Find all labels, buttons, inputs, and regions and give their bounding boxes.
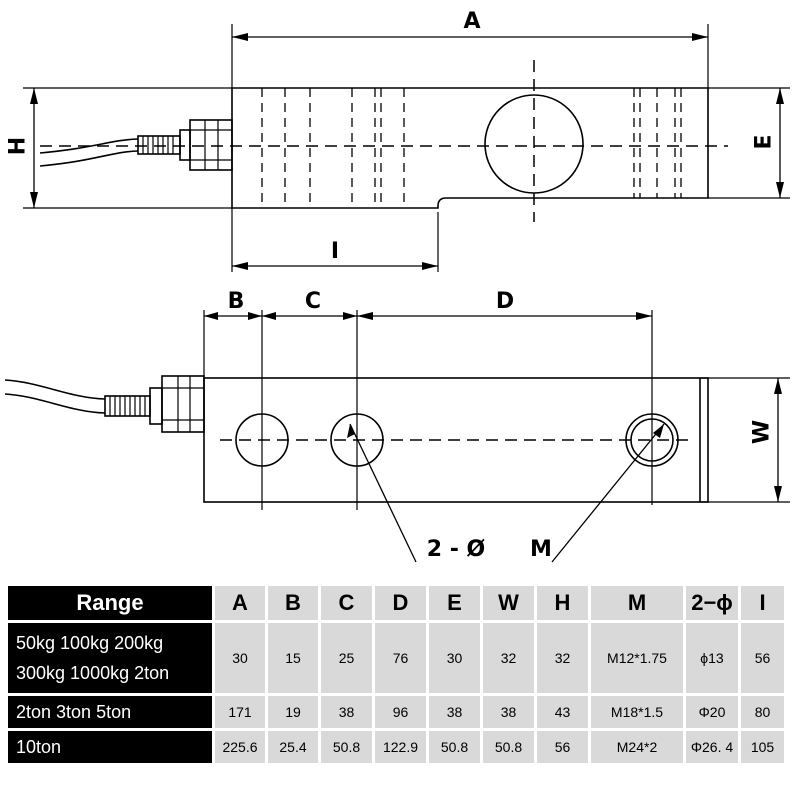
cell-2phi: Φ20 xyxy=(686,696,738,728)
cell-H: 43 xyxy=(537,696,588,728)
cell-W: 38 xyxy=(483,696,534,728)
range-cell: 2ton 3ton 5ton xyxy=(8,696,212,728)
cell-E: 38 xyxy=(429,696,480,728)
beam-body-plan xyxy=(203,377,709,503)
cell-D: 76 xyxy=(375,623,426,693)
leader-thread xyxy=(551,423,665,563)
dim-label-B: B xyxy=(228,289,245,314)
spec-table: Range A B C D E W H M 2−ϕ I 50kg 100kg 2… xyxy=(5,583,787,766)
cell-H: 32 xyxy=(537,623,588,693)
table-row: 10ton 225.6 25.4 50.8 122.9 50.8 50.8 56… xyxy=(8,731,784,763)
range-cell: 50kg 100kg 200kg 300kg 1000kg 2ton xyxy=(8,623,212,693)
table-row: 2ton 3ton 5ton 171 19 38 96 38 38 43 M18… xyxy=(8,696,784,728)
cell-D: 96 xyxy=(375,696,426,728)
header-range: Range xyxy=(8,586,212,620)
technical-drawing: A H E I xyxy=(4,9,790,563)
dim-label-E: E xyxy=(752,134,777,149)
range-line: 300kg 1000kg 2ton xyxy=(16,663,170,683)
cell-D: 122.9 xyxy=(375,731,426,763)
dim-label-D: D xyxy=(496,289,514,314)
header-2phi: 2−ϕ xyxy=(686,586,738,620)
range-cell: 10ton xyxy=(8,731,212,763)
dim-label-A: A xyxy=(463,9,480,34)
cell-C: 38 xyxy=(321,696,372,728)
dim-label-H: H xyxy=(6,137,31,155)
cable-gland-top xyxy=(137,119,233,171)
cell-M: M18*1.5 xyxy=(591,696,683,728)
leader-holes xyxy=(349,423,417,563)
callout-holes: 2 - Ø xyxy=(427,537,486,562)
cell-M: M12*1.75 xyxy=(591,623,683,693)
cell-A: 171 xyxy=(215,696,265,728)
top-view: A H E I xyxy=(6,9,790,272)
header-C: C xyxy=(321,586,372,620)
cell-B: 15 xyxy=(268,623,318,693)
header-I: I xyxy=(741,586,784,620)
dim-label-I: I xyxy=(331,239,339,264)
header-B: B xyxy=(268,586,318,620)
cell-I: 56 xyxy=(741,623,784,693)
cell-I: 80 xyxy=(741,696,784,728)
cell-2phi: Φ26. 4 xyxy=(686,731,738,763)
range-line: 50kg 100kg 200kg xyxy=(16,633,164,653)
cable-front xyxy=(4,379,106,414)
cell-A: 30 xyxy=(215,623,265,693)
dim-label-C: C xyxy=(305,289,321,314)
cell-H: 56 xyxy=(537,731,588,763)
cell-B: 25.4 xyxy=(268,731,318,763)
header-D: D xyxy=(375,586,426,620)
cable-top xyxy=(39,138,139,167)
header-A: A xyxy=(215,586,265,620)
cell-M: M24*2 xyxy=(591,731,683,763)
cell-A: 225.6 xyxy=(215,731,265,763)
cell-C: 50.8 xyxy=(321,731,372,763)
header-M: M xyxy=(591,586,683,620)
cell-W: 50.8 xyxy=(483,731,534,763)
front-view: B C D W 2 - Ø M xyxy=(4,289,790,563)
beam-body-outline xyxy=(231,87,709,209)
header-E: E xyxy=(429,586,480,620)
spec-header-row: Range A B C D E W H M 2−ϕ I xyxy=(8,586,784,620)
dim-label-W: W xyxy=(750,420,775,444)
cell-E: 50.8 xyxy=(429,731,480,763)
cell-W: 32 xyxy=(483,623,534,693)
cell-E: 30 xyxy=(429,623,480,693)
header-W: W xyxy=(483,586,534,620)
callout-thread: M xyxy=(530,537,552,562)
cable-gland-front xyxy=(104,375,205,433)
cell-C: 25 xyxy=(321,623,372,693)
cell-2phi: ϕ13 xyxy=(686,623,738,693)
header-H: H xyxy=(537,586,588,620)
cell-I: 105 xyxy=(741,731,784,763)
cell-B: 19 xyxy=(268,696,318,728)
